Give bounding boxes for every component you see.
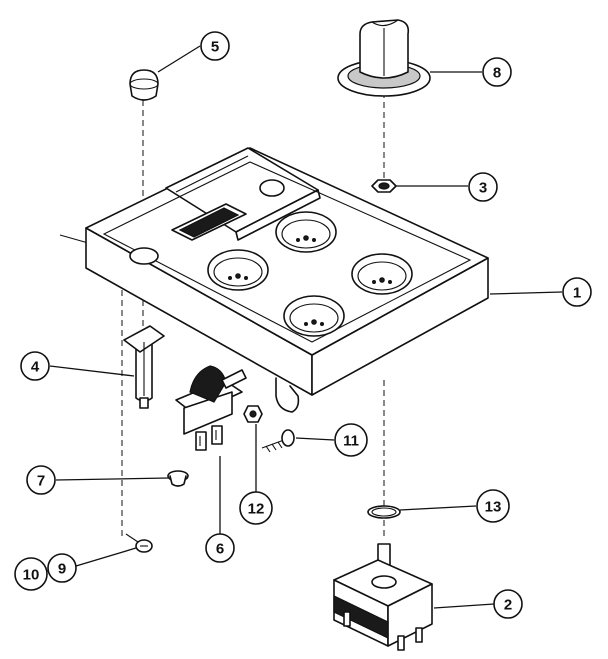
control-knob	[337, 19, 431, 97]
infinite-switch	[333, 543, 433, 651]
indicator-lens	[129, 69, 159, 101]
control-panel	[85, 147, 489, 413]
callout-4-label: 4	[31, 359, 40, 376]
bracket-screw	[261, 429, 295, 453]
callout-5: 5	[200, 31, 230, 61]
mounting-screw	[125, 533, 153, 553]
indicator-light-socket	[123, 325, 165, 409]
callout-6-label: 6	[216, 541, 224, 558]
grommet	[167, 470, 189, 487]
callout-10-label: 10	[23, 567, 40, 584]
callout-4: 4	[20, 351, 50, 381]
knob-nut	[371, 179, 397, 193]
callout-8-label: 8	[493, 65, 501, 82]
callout-1: 1	[562, 277, 592, 307]
callout-11: 11	[334, 423, 368, 457]
callout-11-label: 11	[343, 433, 359, 450]
callout-7-label: 7	[37, 473, 45, 490]
callout-12: 12	[239, 491, 273, 525]
callout-1-label: 1	[573, 285, 581, 302]
callout-13-label: 13	[485, 499, 502, 516]
o-ring	[367, 505, 401, 519]
callout-5-label: 5	[211, 39, 219, 56]
callout-9-label: 9	[58, 561, 66, 578]
callout-2: 2	[493, 589, 523, 619]
callout-3: 3	[468, 172, 498, 202]
rocker-switch	[175, 365, 247, 451]
callout-9: 9	[47, 553, 77, 583]
callout-3-label: 3	[479, 180, 487, 197]
callout-8: 8	[482, 57, 512, 87]
callout-13: 13	[476, 489, 510, 523]
switch-nut	[243, 405, 263, 423]
callout-12-label: 12	[248, 501, 265, 518]
callout-6: 6	[205, 533, 235, 563]
callout-7: 7	[26, 465, 56, 495]
callout-10: 10	[14, 557, 48, 591]
callout-2-label: 2	[504, 597, 512, 614]
